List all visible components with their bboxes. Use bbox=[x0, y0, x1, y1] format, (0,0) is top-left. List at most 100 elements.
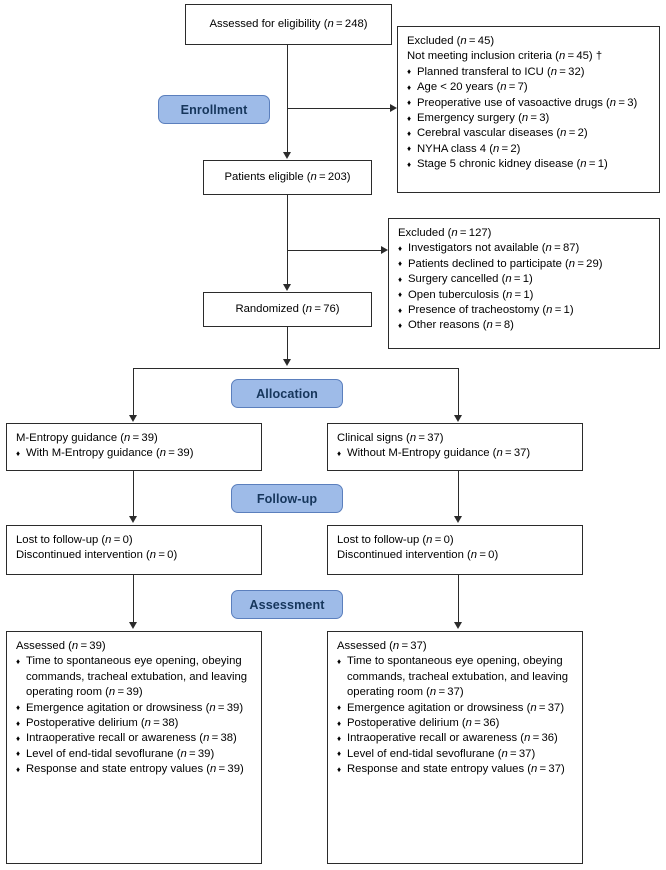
assessed-for-eligibility-box: Assessed for eligibility (n = 248) bbox=[185, 4, 392, 45]
excluded-2-header: Excluded (n = 127) bbox=[398, 227, 492, 239]
list-item: ♦Emergence agitation or drowsiness (n = … bbox=[337, 701, 573, 716]
list-item-text: Investigators not available (n = 87) bbox=[408, 242, 580, 255]
list-item: ♦ Response and state entropy values (n = … bbox=[337, 762, 573, 777]
allocation-left-list: ♦ With M-Entropy guidance (n = 39) bbox=[16, 446, 252, 461]
diamond-bullet-icon: ♦ bbox=[407, 98, 412, 108]
list-item: ♦ Presence of tracheostomy (n = 1) bbox=[398, 303, 650, 318]
diamond-bullet-icon: ♦ bbox=[16, 749, 21, 759]
list-item: ♦ Postoperative delirium (n = 36) bbox=[337, 716, 573, 731]
arrow-into-assessment-right bbox=[454, 622, 462, 629]
diamond-bullet-icon: ♦ bbox=[398, 243, 403, 253]
list-item-text: Emergence agitation or drowsiness (n = 3… bbox=[26, 701, 244, 714]
diamond-bullet-icon: ♦ bbox=[407, 144, 412, 154]
stage-badge-assessment-label: Assessment bbox=[249, 597, 325, 612]
list-item-text: Response and state entropy values (n = 3… bbox=[347, 763, 565, 776]
list-item-text: Postoperative delirium (n = 36) bbox=[347, 717, 500, 730]
connector-to-excluded-2 bbox=[287, 250, 383, 252]
connector-right-followup-to-assessment bbox=[458, 575, 460, 623]
list-item: ♦Planned transferal to ICU (n = 32) bbox=[407, 65, 650, 80]
assessed-for-eligibility-text: Assessed for eligibility (n = 248) bbox=[209, 17, 368, 30]
allocation-right-box: Clinical signs (n = 37) ♦Without M-Entro… bbox=[327, 423, 583, 471]
allocation-left-box: M-Entropy guidance (n = 39) ♦ With M-Entr… bbox=[6, 423, 262, 471]
diamond-bullet-icon: ♦ bbox=[16, 656, 21, 666]
connector-left-followup-to-assessment bbox=[133, 575, 135, 623]
connector-to-excluded-1 bbox=[287, 108, 393, 110]
connector-randomized-down bbox=[287, 327, 289, 360]
list-item-text: NYHA class 4 (n = 2) bbox=[417, 142, 521, 155]
excluded-1-box: Excluded (n = 45) Not meeting inclusion … bbox=[397, 26, 660, 193]
diamond-bullet-icon: ♦ bbox=[337, 764, 342, 774]
list-item: ♦ Postoperative delirium (n = 38) bbox=[16, 716, 252, 731]
assessment-right-header: Assessed (n = 37) bbox=[337, 640, 427, 652]
list-item: ♦Level of end-tidal sevoflurane (n = 37) bbox=[337, 747, 573, 762]
stage-badge-followup-label: Follow-up bbox=[256, 491, 318, 506]
stage-badge-enrollment: Enrollment bbox=[158, 95, 270, 124]
list-item: ♦Age < 20 years (n = 7) bbox=[407, 80, 650, 95]
list-item: ♦Cerebral vascular diseases (n = 2) bbox=[407, 126, 650, 141]
arrow-into-assessment-left bbox=[129, 622, 137, 629]
randomized-text: Randomized (n = 76) bbox=[235, 302, 340, 315]
excluded-1-subheader: Not meeting inclusion criteria (n = 45) … bbox=[407, 50, 603, 63]
diamond-bullet-icon: ♦ bbox=[407, 67, 412, 77]
followup-right-line-2: Discontinued intervention (n = 0) bbox=[337, 549, 499, 562]
list-item-text: With M-Entropy guidance (n = 39) bbox=[26, 447, 194, 460]
list-item-text: Surgery cancelled (n = 1) bbox=[408, 273, 533, 286]
connector-left-allocation-to-followup bbox=[133, 471, 135, 517]
stage-badge-allocation: Allocation bbox=[231, 379, 343, 408]
connector-split-right bbox=[458, 368, 460, 416]
diamond-bullet-icon: ♦ bbox=[16, 718, 21, 728]
diamond-bullet-icon: ♦ bbox=[16, 448, 21, 458]
list-item: ♦Time to spontaneous eye opening, obeyin… bbox=[16, 654, 252, 700]
list-item: ♦Level of end-tidal sevoflurane (n = 39) bbox=[16, 747, 252, 762]
list-item: ♦ Intraoperative recall or awareness (n =… bbox=[337, 731, 573, 746]
stage-badge-allocation-label: Allocation bbox=[256, 386, 318, 401]
assessment-right-list: ♦ Time to spontaneous eye opening, obeyin… bbox=[337, 654, 573, 777]
stage-badge-assessment: Assessment bbox=[231, 590, 343, 619]
list-item: ♦Time to spontaneous eye opening, obeyin… bbox=[337, 654, 573, 700]
diamond-bullet-icon: ♦ bbox=[337, 703, 342, 713]
arrow-into-excluded-1 bbox=[390, 104, 397, 112]
list-item-text: Without M-Entropy guidance (n = 37) bbox=[347, 447, 531, 460]
assessment-left-list: ♦Time to spontaneous eye opening, obeyin… bbox=[16, 654, 252, 777]
arrow-into-split bbox=[283, 359, 291, 366]
list-item: ♦ NYHA class 4 (n = 2) bbox=[407, 142, 650, 157]
connector-assessed-to-eligible bbox=[287, 45, 289, 153]
allocation-left-header: M-Entropy guidance (n = 39) bbox=[16, 432, 158, 444]
list-item-text: Postoperative delirium (n = 38) bbox=[26, 717, 179, 730]
list-item-text: Presence of tracheostomy (n = 1) bbox=[408, 304, 574, 317]
arrow-into-followup-right bbox=[454, 516, 462, 523]
assessment-left-header: Assessed (n = 39) bbox=[16, 640, 106, 652]
list-item-text: Patients declined to participate (n = 29… bbox=[408, 257, 603, 270]
list-item-text: Level of end-tidal sevoflurane (n = 37) bbox=[347, 747, 536, 760]
list-item: ♦ With M-Entropy guidance (n = 39) bbox=[16, 446, 252, 461]
list-item: ♦Emergence agitation or drowsiness (n = … bbox=[16, 701, 252, 716]
diamond-bullet-icon: ♦ bbox=[398, 305, 403, 315]
diamond-bullet-icon: ♦ bbox=[337, 718, 342, 728]
arrow-into-allocation-right bbox=[454, 415, 462, 422]
list-item: ♦ Investigators not available (n = 87) bbox=[398, 241, 650, 256]
patients-eligible-box: Patients eligible (n = 203) bbox=[203, 160, 372, 195]
arrow-into-excluded-2 bbox=[381, 246, 388, 254]
stage-badge-enrollment-label: Enrollment bbox=[180, 102, 248, 117]
list-item-text: Response and state entropy values (n = 3… bbox=[26, 763, 244, 776]
arrow-into-randomized bbox=[283, 284, 291, 291]
connector-split-left bbox=[133, 368, 135, 416]
arrow-into-eligible bbox=[283, 152, 291, 159]
list-item-text: Preoperative use of vasoactive drugs (n … bbox=[417, 96, 638, 109]
diamond-bullet-icon: ♦ bbox=[337, 733, 342, 743]
diamond-bullet-icon: ♦ bbox=[407, 82, 412, 92]
diamond-bullet-icon: ♦ bbox=[407, 159, 412, 169]
followup-right-line-1: Lost to follow-up (n = 0) bbox=[337, 534, 454, 546]
excluded-1-list: ♦Planned transferal to ICU (n = 32) ♦Age… bbox=[407, 65, 650, 173]
diamond-bullet-icon: ♦ bbox=[398, 320, 403, 330]
list-item: ♦Open tuberculosis (n = 1) bbox=[398, 288, 650, 303]
assessment-left-box: Assessed (n = 39) ♦Time to spontaneous e… bbox=[6, 631, 262, 864]
allocation-right-list: ♦Without M-Entropy guidance (n = 37) bbox=[337, 446, 573, 461]
list-item-text: Time to spontaneous eye opening, obeying… bbox=[347, 655, 569, 699]
list-item-text: Open tuberculosis (n = 1) bbox=[408, 288, 534, 301]
list-item: ♦Without M-Entropy guidance (n = 37) bbox=[337, 446, 573, 461]
list-item-text: Intraoperative recall or awareness (n = … bbox=[347, 732, 558, 745]
stage-badge-followup: Follow-up bbox=[231, 484, 343, 513]
list-item: ♦Intraoperative recall or awareness (n =… bbox=[16, 731, 252, 746]
